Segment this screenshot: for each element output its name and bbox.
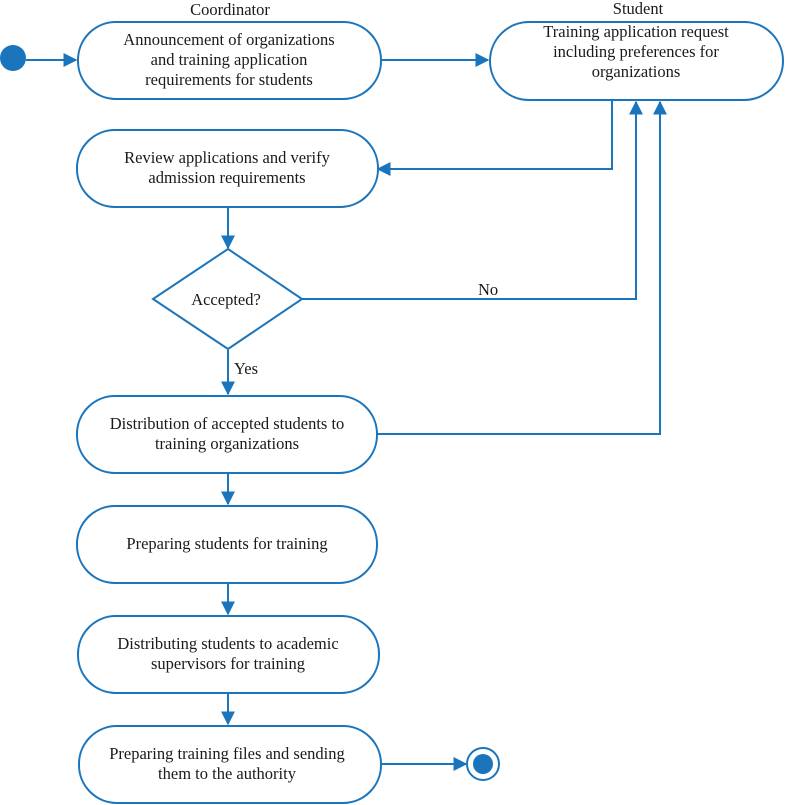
action-preparing: Preparing students for training <box>76 505 378 584</box>
node-text-line: training organizations <box>155 434 299 453</box>
lane-label-coordinator: Coordinator <box>190 0 270 19</box>
final-node <box>466 747 500 781</box>
node-text-line: Preparing training files and sending <box>109 744 345 763</box>
node-text-line: Announcement of organizations <box>123 30 334 49</box>
node-text-line: Distributing students to academic <box>117 634 338 653</box>
node-text-line: including preferences for <box>553 42 719 61</box>
node-text-line: requirements for students <box>145 70 313 89</box>
edge-distribution-to-application <box>377 100 667 435</box>
lane-label-student: Student <box>613 0 664 18</box>
node-text-line: them to the authority <box>158 764 297 783</box>
node-text-line: and training application <box>151 50 308 69</box>
decision-accepted: Accepted? <box>151 247 304 351</box>
node-text-line: Training application request <box>543 22 729 41</box>
node-text-line: admission requirements <box>148 168 305 187</box>
edge-label-no: No <box>478 280 498 299</box>
edge-label-yes: Yes <box>234 359 258 378</box>
node-text-preparing: Preparing students for training <box>126 534 327 553</box>
node-text-line: Distribution of accepted students to <box>110 414 345 433</box>
node-text-line: Accepted? <box>191 290 261 309</box>
node-text-line: Review applications and verify <box>124 148 330 167</box>
edge-application-to-review <box>376 100 613 176</box>
node-text-decision: Accepted? <box>191 290 261 309</box>
edges <box>26 53 667 771</box>
initial-node <box>0 45 26 71</box>
node-text-line: Preparing students for training <box>126 534 327 553</box>
edge-decision-no <box>302 100 643 300</box>
node-text-line: supervisors for training <box>151 654 305 673</box>
node-text-line: organizations <box>592 62 681 81</box>
